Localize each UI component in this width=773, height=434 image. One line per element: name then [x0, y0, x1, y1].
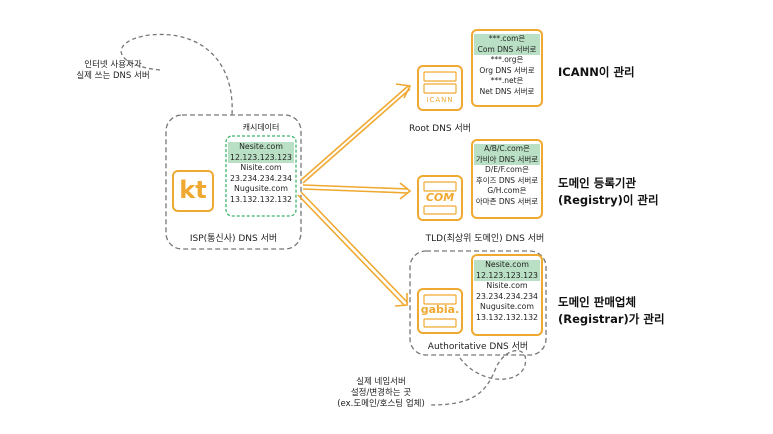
isp-record-ip: 23.234.234.234 [229, 173, 292, 183]
auth-record-ip: 12.123.123.123 [474, 270, 540, 281]
arrow-to-tld [302, 182, 412, 200]
arrow-to-root [300, 83, 412, 184]
isp-record-name: Nisite.com [240, 163, 282, 172]
kt-logo-box [172, 170, 214, 212]
root-server-label: Root DNS 서버 [408, 124, 472, 134]
com-logo-box [417, 175, 463, 221]
auth-records: Nesite.com 12.123.123.123 Nisite.com 23.… [474, 260, 540, 323]
isp-record-name: Nesite.com [228, 142, 294, 153]
auth-record-name: Nesite.com [474, 260, 540, 271]
tld-record: 아마존 DNS 서버로 [475, 196, 539, 206]
bottom-note-connector [429, 349, 527, 406]
isp-server-group [165, 114, 302, 250]
auth-record-ip: 13.132.132.132 [475, 312, 538, 322]
root-record: ***.com은 [474, 34, 540, 45]
root-record: ***.org은 [490, 55, 524, 64]
isp-server-label: ISP(통신사) DNS 서버 [189, 234, 278, 244]
root-manager-label: ICANN이 관리 [558, 65, 635, 79]
tld-record: 가비아 DNS 서버로 [474, 154, 540, 165]
tld-record: G/H.com은 [487, 186, 527, 195]
isp-record-name: Nugusite.com [234, 184, 288, 193]
top-note-connector [120, 33, 233, 116]
bottom-note: 실제 네임서버 설정/변경하는 곳 (ex.도메인/호스팅 업체) [337, 377, 425, 409]
root-records: ***.com은 Com DNS 서버로 ***.org은 Org DNS 서버… [474, 34, 540, 97]
auth-record-name: Nisite.com [486, 281, 528, 290]
auth-server-label: Authoritative DNS 서버 [427, 342, 529, 352]
tld-server-label: TLD(최상위 도메인) DNS 서버 [425, 234, 545, 244]
com-logo-text: COM [425, 191, 455, 204]
auth-manager-label: 도메인 판매업체 (Registrar)가 관리 [558, 295, 665, 326]
top-note: 인터넷 사용자가 실제 쓰는 DNS 서버 [76, 60, 150, 81]
tld-manager-label: 도메인 등록기관 (Registry)이 관리 [558, 176, 659, 207]
icann-logo-text: ICANN [426, 96, 454, 104]
isp-cache-title: 캐시데이터 [242, 123, 280, 132]
gabia-logo-text: gabia. [420, 303, 460, 316]
isp-record-ip: 13.132.132.132 [229, 194, 292, 204]
root-record: Net DNS 서버로 [479, 86, 535, 96]
arrow-to-auth [297, 191, 409, 307]
tld-record: 후이즈 DNS 서버로 [475, 175, 539, 185]
tld-record: A/B/C.com은 [474, 144, 540, 155]
server-rack-icon [423, 71, 457, 328]
isp-cache-records: Nesite.com 12.123.123.123 Nisite.com 23.… [228, 142, 294, 205]
isp-record-ip: 12.123.123.123 [228, 152, 294, 163]
root-record: Org DNS 서버로 [479, 65, 535, 75]
gabia-logo-box [417, 288, 463, 334]
icann-logo-box [417, 65, 463, 111]
auth-record-ip: 23.234.234.234 [475, 291, 538, 301]
kt-logo: kt [179, 176, 207, 204]
root-record: Com DNS 서버로 [474, 44, 540, 55]
tld-record: D/E/F.com은 [485, 165, 529, 174]
auth-server-group [409, 250, 547, 356]
root-record: ***.net은 [490, 76, 524, 85]
auth-record-name: Nugusite.com [480, 302, 534, 311]
tld-records: A/B/C.com은 가비아 DNS 서버로 D/E/F.com은 후이즈 DN… [474, 144, 540, 207]
